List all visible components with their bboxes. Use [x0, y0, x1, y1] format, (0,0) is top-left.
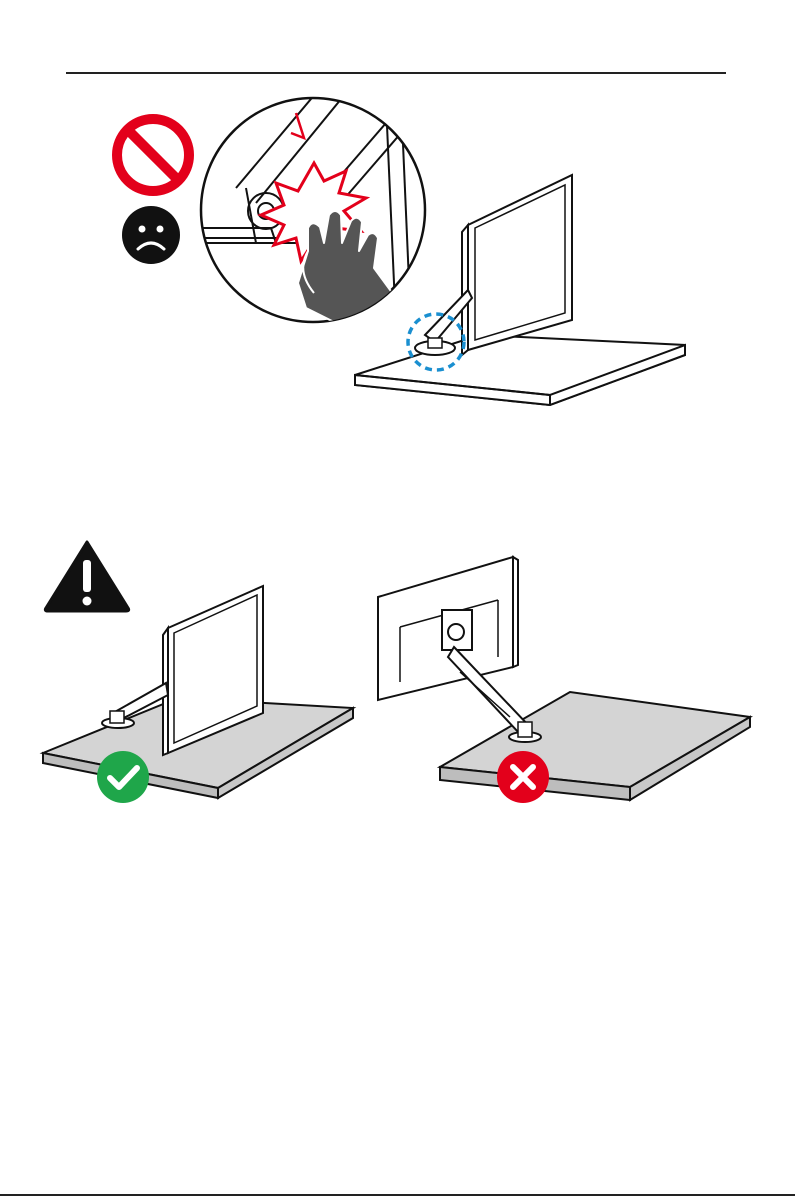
prohibited-sign-icon — [108, 110, 198, 200]
top-rule — [66, 72, 726, 74]
correct-orientation-illustration — [38, 583, 358, 803]
check-circle-icon — [96, 750, 150, 804]
monitor-on-desk-illustration-top — [350, 170, 695, 425]
cross-circle-icon — [496, 750, 550, 804]
wrong-orientation-illustration — [370, 552, 755, 804]
bottom-rule — [0, 1194, 795, 1196]
sad-face-icon — [121, 205, 181, 265]
